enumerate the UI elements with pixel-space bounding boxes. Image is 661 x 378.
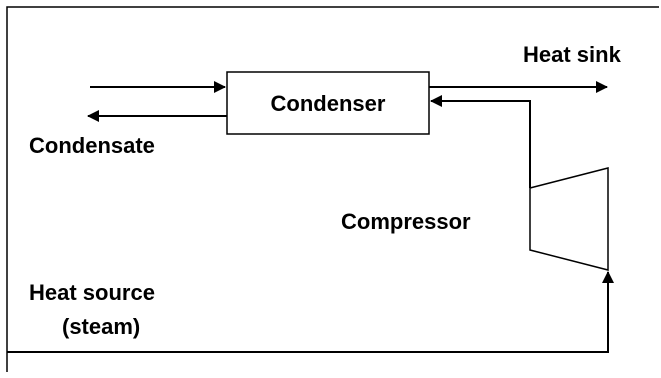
condensate-label: Condensate — [29, 133, 155, 158]
heat-source-sublabel: (steam) — [62, 314, 140, 339]
condenser-box — [226, 71, 430, 135]
heat-source-label: Heat source — [29, 280, 155, 305]
compressor-discharge-line — [430, 95, 531, 188]
condenser-label: Condenser — [271, 91, 386, 116]
diagram-frame — [6, 6, 659, 372]
steam-supply-line — [7, 271, 614, 353]
compressor-label: Compressor — [341, 209, 471, 234]
heat-sink-label: Heat sink — [523, 42, 622, 67]
compressor-shape — [529, 167, 609, 271]
